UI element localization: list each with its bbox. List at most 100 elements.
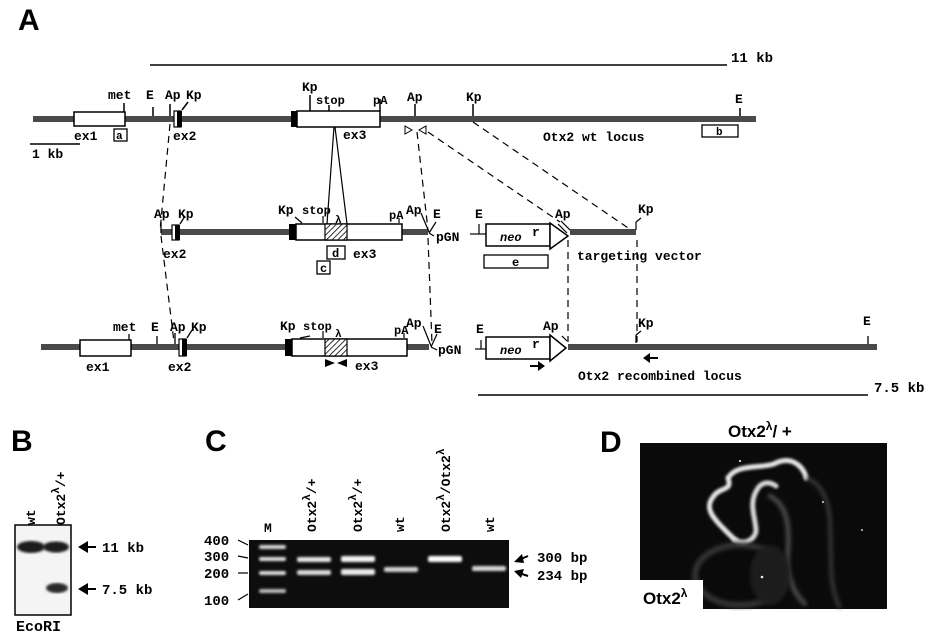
vector-exon3-coding — [289, 224, 297, 240]
wt-locus-title: Otx2 wt locus — [543, 130, 645, 145]
gel-label-234bp: 234 bp — [537, 569, 587, 585]
marker-size-200: 200 — [204, 567, 229, 583]
in-situ-image — [640, 443, 887, 609]
wt-site-ap1: Ap — [165, 88, 181, 103]
vector-site-e1: E — [433, 207, 441, 222]
probe-c-label: c — [320, 262, 327, 276]
panel-a-letter: A — [18, 4, 40, 37]
corner-label-bg — [640, 580, 703, 611]
in-situ-corner-label: Otx2λ — [643, 586, 688, 608]
recomb-exon3-label: ex3 — [355, 359, 379, 374]
vector-site-pa: pA — [389, 209, 404, 223]
gel-lane-1-label: Otx2λ/+ — [302, 478, 320, 532]
homology-lines-upper — [159, 121, 635, 233]
recomb-site-lambda: λ — [335, 329, 342, 341]
probe-e-box — [483, 254, 549, 269]
panel-d-letter: D — [600, 426, 622, 459]
scale-bar-label: 1 kb — [32, 147, 63, 162]
lane5-band-234 — [472, 566, 506, 571]
recomb-site-e4: E — [863, 314, 871, 329]
recomb-exon1-label: ex1 — [86, 360, 110, 375]
blot-band-wt-11kb — [17, 541, 45, 553]
recomb-site-ap2: Ap — [406, 316, 422, 331]
probe-b-box — [701, 124, 739, 138]
vector-neo-label: neo — [500, 231, 522, 245]
targeting-vector: Ap Kp Kp stop λ pA Ap E pGN E neo r Ap K… — [154, 202, 702, 276]
blot-enzyme-label: EcoRI — [16, 619, 61, 634]
primer-neo-arrow-icon — [530, 361, 545, 371]
primer-arrow-icon — [337, 359, 347, 367]
wt-site-pa: pA — [373, 94, 388, 108]
wt-site-kp2: Kp — [302, 80, 318, 95]
blot-arrow-7.5kb-icon — [78, 583, 96, 595]
recomb-exon2-label: ex2 — [168, 360, 192, 375]
vector-neo-sup: r — [532, 225, 540, 240]
insertion-line-right — [334, 126, 348, 225]
gel-lane-3-label: wt — [393, 516, 408, 532]
blot-lane-wt: wt — [24, 509, 39, 525]
vector-title: targeting vector — [577, 249, 702, 264]
recomb-site-pgn: pGN — [438, 343, 461, 358]
lane1-band-300 — [297, 557, 331, 562]
recomb-neo-label: neo — [500, 344, 522, 358]
wt-locus: met E Ap Kp Kp stop pA Ap Kp E ex1 ex2 e… — [33, 80, 756, 145]
lambda-insert — [324, 223, 348, 241]
recomb-exon3 — [291, 338, 408, 357]
probe-b-label: b — [716, 127, 723, 139]
wt-site-met: met — [108, 88, 131, 103]
vector-site-stop: stop — [302, 204, 331, 218]
lane3-band-234 — [384, 567, 418, 572]
gel-lane-4-label: Otx2λ/Otx2λ — [436, 448, 454, 532]
vector-exon3-label: ex3 — [353, 247, 377, 262]
marker-size-100: 100 — [204, 594, 229, 610]
recomb-fragment-label: 7.5 kb — [874, 381, 924, 397]
blot-band-het-11kb — [43, 541, 69, 553]
blot-lane-otx2: Otx2λ/+ — [51, 471, 69, 525]
marker-band-300 — [259, 557, 286, 561]
lane4-band-300 — [428, 556, 462, 562]
recomb-site-ap3: Ap — [543, 319, 559, 334]
probe-a-box — [113, 128, 128, 142]
southern-blot — [14, 524, 72, 616]
wt-exon3 — [296, 110, 381, 128]
probe-d-box — [326, 245, 346, 260]
vector-site-kp2: Kp — [278, 203, 294, 218]
wt-site-kp1: Kp — [186, 88, 202, 103]
marker-size-300: 300 — [204, 550, 229, 566]
vector-site-ap3: Ap — [555, 207, 571, 222]
wt-site-stop: stop — [316, 94, 345, 108]
recomb-lambda-insert — [324, 338, 348, 357]
vector-neo-arrow-icon — [549, 221, 570, 251]
recombined-locus: met E Ap Kp Kp stop λ pA Ap E pGN E neo … — [41, 314, 877, 384]
recomb-site-ap1: Ap — [170, 320, 186, 335]
wt-site-kp3: Kp — [466, 90, 482, 105]
blot-label-7.5kb: 7.5 kb — [102, 583, 152, 599]
wt-fragment-label: 11 kb — [731, 51, 773, 67]
probe-e-label: e — [512, 256, 519, 270]
lane1-band-234 — [297, 570, 331, 575]
wt-exon3-coding — [291, 111, 298, 127]
vector-site-kp3: Kp — [638, 202, 654, 217]
recomb-site-kp3: Kp — [638, 316, 654, 331]
blot-arrow-11kb-icon — [78, 541, 96, 553]
marker-band-100 — [259, 589, 286, 593]
vector-exon3 — [295, 223, 403, 241]
recomb-site-kp1: Kp — [191, 320, 207, 335]
wt-exon3-label: ex3 — [343, 128, 367, 143]
vector-site-kp1: Kp — [178, 207, 194, 222]
probe-d-label: d — [332, 247, 339, 261]
recomb-site-pa: pA — [394, 324, 409, 338]
vector-site-pgn: pGN — [436, 230, 459, 245]
gel-marker-label: M — [264, 521, 272, 536]
marker-band-200 — [259, 571, 286, 575]
wt-exon1 — [73, 111, 126, 127]
vector-site-lambda: λ — [335, 215, 342, 227]
recomb-site-kp2: Kp — [280, 319, 296, 334]
recomb-site-e1: E — [151, 320, 159, 335]
insertion-line-left — [326, 126, 335, 225]
primer-arrow-icon — [325, 359, 335, 367]
wt-exon1-label: ex1 — [74, 129, 98, 144]
probe-a-label: a — [116, 131, 123, 143]
blot-band-het-7.5kb — [46, 583, 68, 593]
wt-site-e2: E — [735, 92, 743, 107]
